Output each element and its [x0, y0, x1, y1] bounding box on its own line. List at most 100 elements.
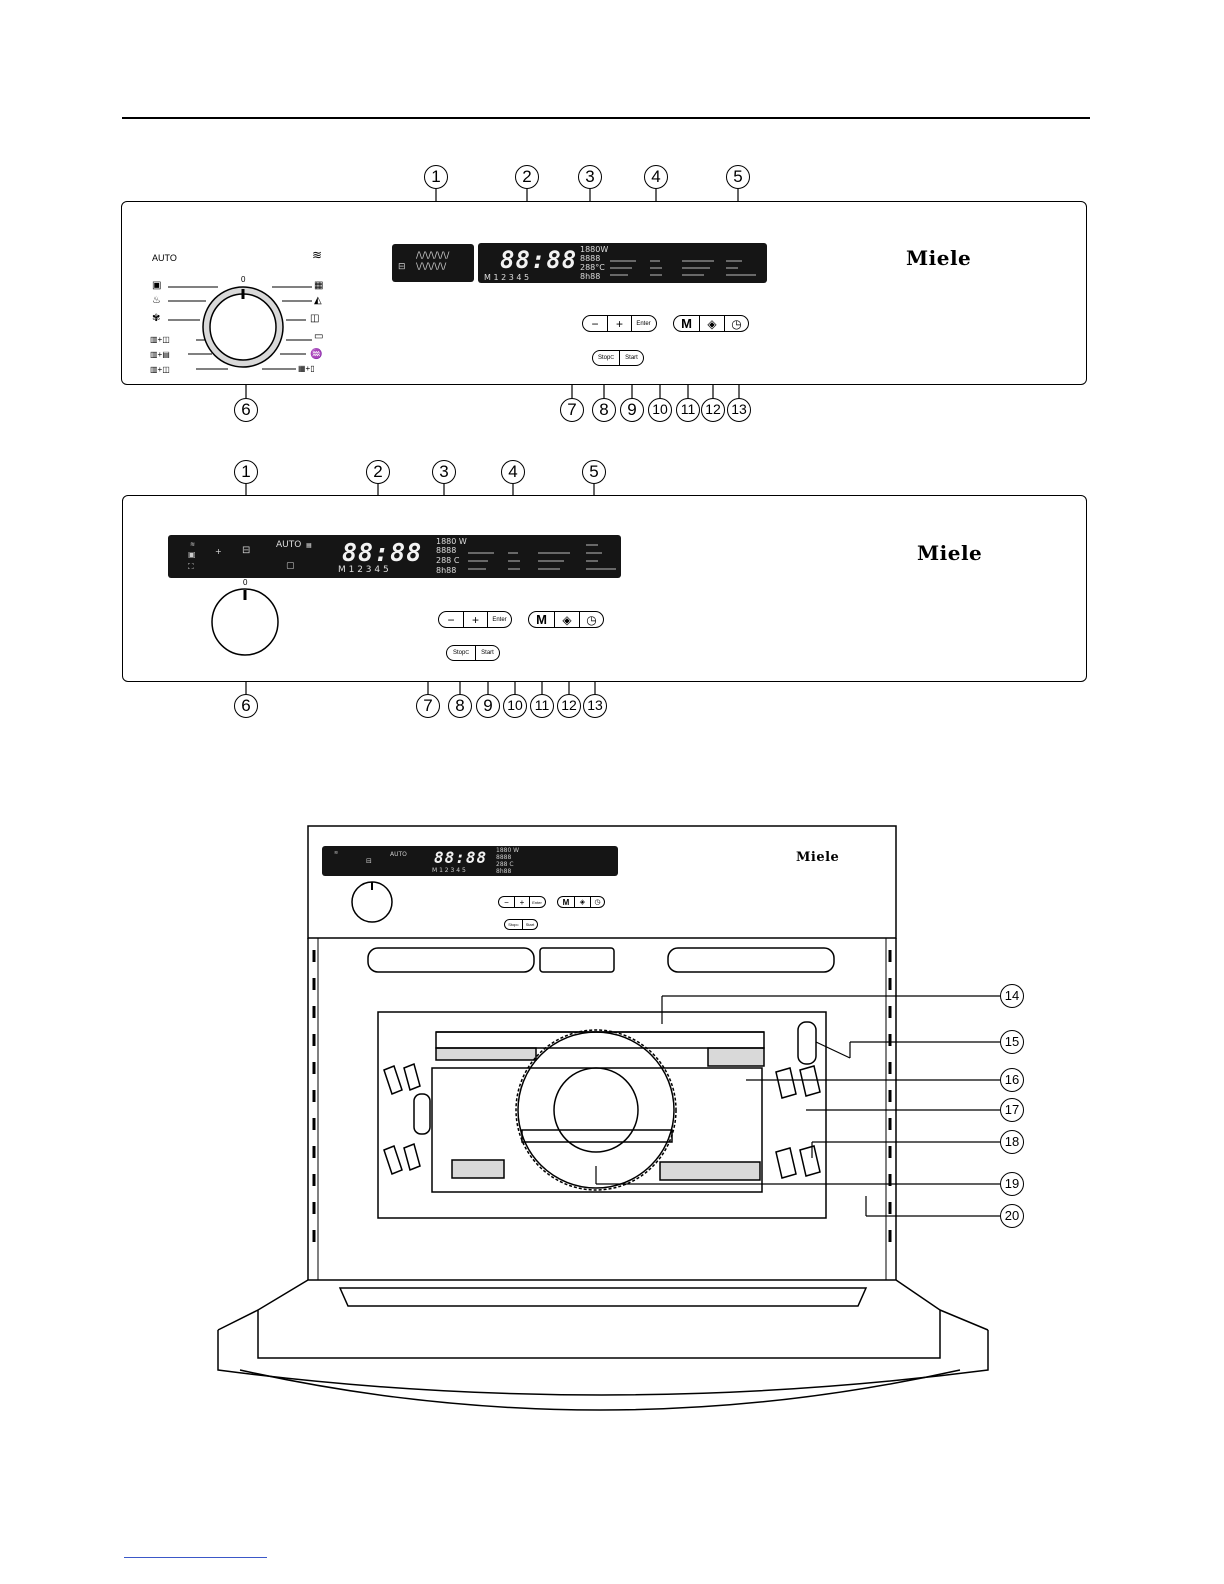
dial-zero-top: 0	[241, 275, 246, 284]
timer-button-mid[interactable]: ◷	[579, 612, 603, 627]
stop-label-mid: Stop	[453, 650, 466, 656]
power-readout: 1880W	[580, 245, 609, 254]
enter-button-mid[interactable]: Enter	[487, 612, 511, 627]
brand-logo-top: Miele	[906, 246, 972, 270]
combi-micro-icon: ▦+▯	[298, 364, 315, 373]
oven-time-digits: 88:88	[434, 848, 488, 867]
callout-3b: 3	[432, 460, 456, 484]
auto-label-top: AUTO	[152, 253, 177, 263]
microwave-icon: ▦	[314, 280, 324, 291]
oven-adjust-buttons: − + Enter	[498, 896, 546, 908]
minus-button[interactable]: −	[591, 316, 599, 331]
adjust-buttons-mid: − + Enter	[438, 611, 512, 628]
callout-6: 6	[234, 398, 258, 422]
top-heat-icon: ◫	[310, 313, 320, 324]
stop-label: Stop	[598, 355, 611, 361]
callout-18: 18	[1000, 1130, 1024, 1154]
oven-brand-logo: Miele	[796, 850, 840, 865]
grill-fan-icon: ♒	[310, 349, 323, 360]
oven-timer-icon: ◷	[594, 899, 601, 906]
temp-readout: 288°C	[580, 263, 605, 272]
callout-16: 16	[1000, 1068, 1024, 1092]
oven-menu-button[interactable]: M	[562, 897, 570, 907]
callout-5b: 5	[582, 460, 606, 484]
plus-button-mid[interactable]: +	[463, 612, 487, 627]
grill-icon: ◭	[314, 295, 322, 306]
callout-4: 4	[644, 165, 668, 189]
alt-digits: 8888	[580, 254, 601, 263]
program-dial-middle[interactable]	[205, 582, 285, 662]
oven-temp-readout: 288 C	[496, 861, 514, 868]
clear-label-mid: C	[465, 650, 469, 656]
oven-program-numbers: M 1 2 3 4 5	[432, 867, 466, 874]
alt-digits-mid: 8888	[436, 546, 457, 555]
auto-display-top: /\/\/\/\/\/ ⊟ \/\/\/\/\/	[392, 244, 474, 282]
callout-1: 1	[424, 165, 448, 189]
plus-button[interactable]: +	[607, 316, 631, 331]
timer-button[interactable]: ◷	[724, 316, 748, 331]
quick-micro-button-mid[interactable]: ◈	[554, 612, 579, 627]
clear-label: C	[610, 355, 614, 361]
weight-icon: ⊟	[398, 262, 406, 272]
combi-roast-icon: ▥+◫	[150, 365, 170, 374]
callout-6b: 6	[234, 694, 258, 718]
timer-icon-mid: ◷	[586, 612, 597, 627]
callout-8b: 8	[448, 694, 472, 718]
weight-icon-mid: ⊟	[242, 545, 251, 556]
defrost-icon: ▣	[152, 280, 162, 291]
oven-plus-button[interactable]: +	[514, 897, 529, 907]
oven-stop-label: Stop	[508, 922, 517, 927]
main-display-top: 88:88 M 1 2 3 4 5 1880W 8888 288°C 8h88	[478, 243, 767, 283]
callout-10b: 10	[503, 694, 527, 718]
oven-display: ≋ ⊟ AUTO 88:88 M 1 2 3 4 5 1880 W 8888 2…	[322, 846, 618, 876]
callout-3: 3	[578, 165, 602, 189]
oven-minus-button[interactable]: −	[504, 897, 509, 907]
callout-13b: 13	[583, 694, 607, 718]
minus-button-mid[interactable]: −	[447, 612, 455, 627]
oven-weight-icon: ⊟	[366, 857, 372, 865]
reheat-icon: ♨	[152, 295, 161, 306]
fan-icon-mid: ▦	[306, 542, 312, 549]
callout-11b: 11	[530, 694, 554, 718]
program-numbers-mid: M 1 2 3 4 5	[338, 565, 389, 575]
quick-micro-icon-mid: ◈	[562, 612, 572, 627]
top-dial-svg	[168, 286, 312, 370]
quick-micro-icon: ◈	[707, 316, 717, 331]
callout-5: 5	[726, 165, 750, 189]
callout-2b: 2	[366, 460, 390, 484]
menu-button[interactable]: M	[681, 316, 692, 331]
panel-middle-frame	[122, 495, 1087, 682]
callout-14: 14	[1000, 984, 1024, 1008]
oven-power-readout: 1880 W	[496, 847, 520, 854]
timer-icon: ◷	[731, 316, 742, 331]
oven-clear-label: C	[516, 922, 519, 927]
auto-text-segment: /\/\/\/\/\/	[416, 251, 450, 261]
power-readout-mid: 1880 W	[436, 537, 467, 546]
bottom-heat-icon: ▭	[314, 331, 324, 342]
callout-4b: 4	[501, 460, 525, 484]
oven-start-button[interactable]: Start	[522, 920, 537, 929]
status-segments-mid	[468, 544, 616, 570]
start-button[interactable]: Start	[619, 351, 643, 365]
plus-label-mid: +	[215, 547, 222, 556]
oven-quick-micro-button[interactable]: ◈	[574, 897, 590, 907]
callout-15: 15	[1000, 1030, 1024, 1054]
quick-micro-button[interactable]: ◈	[699, 316, 724, 331]
oven-timer-button[interactable]: ◷	[590, 897, 604, 907]
callout-1b: 1	[234, 460, 258, 484]
time-digits: 88:88	[500, 246, 578, 274]
menu-button-mid[interactable]: M	[536, 612, 547, 627]
oven-enter-button[interactable]: Enter	[529, 897, 544, 907]
door-icon-mid: ▢	[286, 561, 295, 571]
callout-12: 12	[701, 398, 725, 422]
enter-button[interactable]: Enter	[631, 316, 655, 331]
combi-fan-icon: ▥+◫	[150, 335, 170, 344]
steam-icon-mid: ≋	[190, 541, 196, 548]
grill-icon-mid: ⛶	[188, 562, 194, 571]
start-button-mid[interactable]: Start	[475, 646, 499, 660]
